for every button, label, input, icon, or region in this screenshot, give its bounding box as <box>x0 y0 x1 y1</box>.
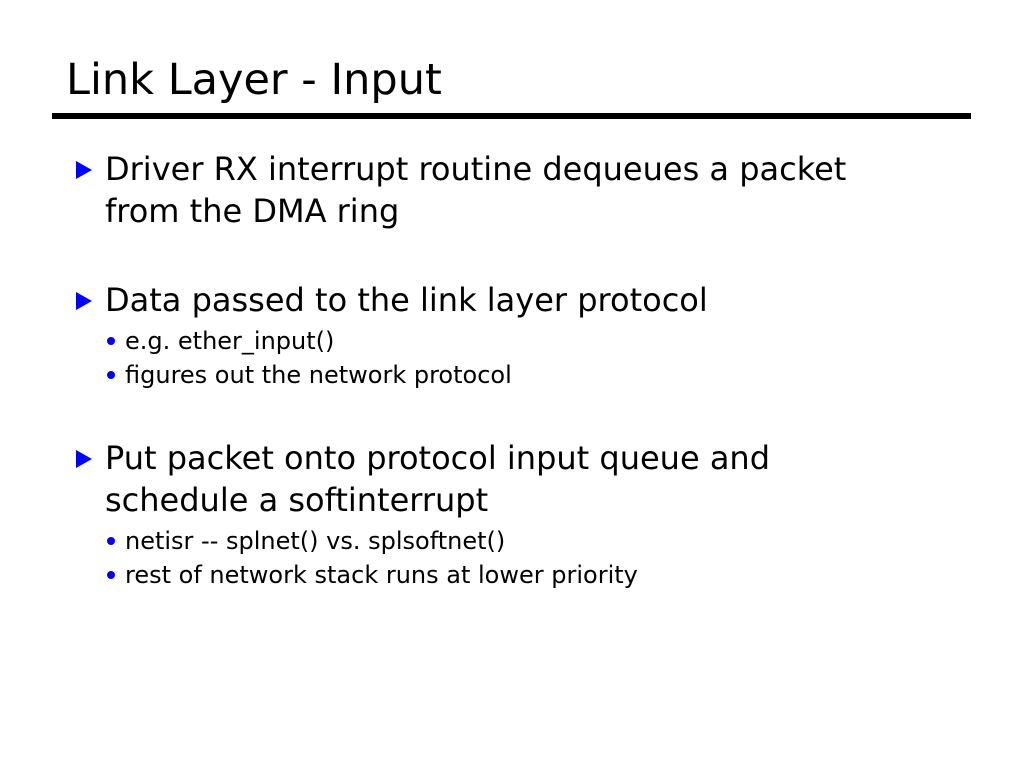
bullet-item-level1: Put packet onto protocol input queue and… <box>0 437 1024 521</box>
bullet-group: Put packet onto protocol input queue and… <box>0 437 1024 592</box>
bullet-level1-label: Data passed to the link layer protocol <box>105 281 708 319</box>
slide-body: Driver RX interrupt routine dequeues a p… <box>0 148 1024 592</box>
bullet-item-level2: e.g. ether_input() <box>0 324 1024 358</box>
triangle-bullet-icon <box>76 450 92 468</box>
bullet-group: Data passed to the link layer protocol e… <box>0 279 1024 392</box>
title-underline-rule <box>52 113 971 119</box>
sub-bullet-list: netisr -- splnet() vs. splsoftnet() rest… <box>0 524 1024 592</box>
page-title: Link Layer - Input <box>66 55 442 105</box>
triangle-bullet-icon <box>76 292 92 310</box>
dot-bullet-icon <box>107 337 115 345</box>
bullet-level1-label: Put packet onto protocol input queue and… <box>105 439 771 519</box>
dot-bullet-icon <box>107 537 115 545</box>
bullet-level2-label: e.g. ether_input() <box>125 327 335 355</box>
sub-bullet-list: e.g. ether_input() figures out the netwo… <box>0 324 1024 392</box>
bullet-item-level1: Driver RX interrupt routine dequeues a p… <box>0 148 1024 232</box>
bullet-group: Driver RX interrupt routine dequeues a p… <box>0 148 1024 232</box>
bullet-level2-label: figures out the network protocol <box>125 361 512 389</box>
bullet-level1-label: Driver RX interrupt routine dequeues a p… <box>105 150 847 230</box>
bullet-item-level2: netisr -- splnet() vs. splsoftnet() <box>0 524 1024 558</box>
bullet-item-level2: rest of network stack runs at lower prio… <box>0 558 1024 592</box>
bullet-item-level2: figures out the network protocol <box>0 358 1024 392</box>
bullet-item-level1: Data passed to the link layer protocol <box>0 279 1024 321</box>
dot-bullet-icon <box>107 371 115 379</box>
dot-bullet-icon <box>107 571 115 579</box>
bullet-level2-label: rest of network stack runs at lower prio… <box>125 561 638 589</box>
bullet-level2-label: netisr -- splnet() vs. splsoftnet() <box>125 527 506 555</box>
triangle-bullet-icon <box>76 161 92 179</box>
